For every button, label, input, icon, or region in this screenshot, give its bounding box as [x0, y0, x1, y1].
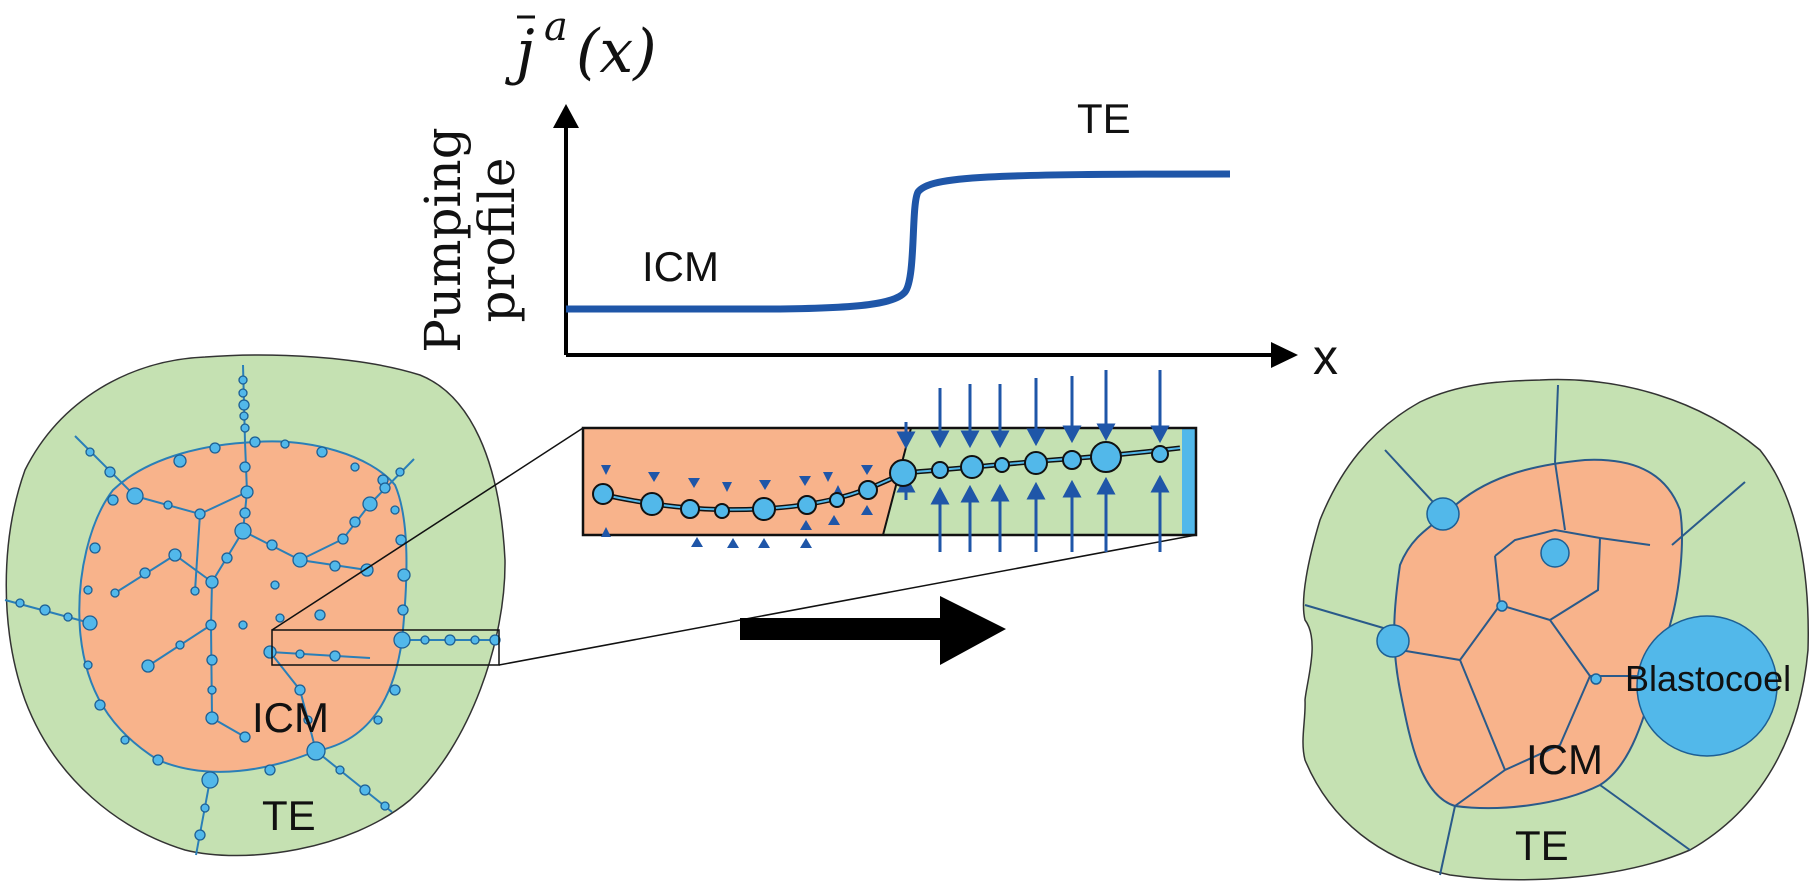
inset-icm-cell — [583, 428, 911, 535]
inset-pumping-arrows — [896, 370, 1170, 552]
zoom-box — [271, 629, 500, 666]
inset-microlumens — [592, 441, 1169, 521]
j-bar-symbol: j a (x) — [505, 4, 657, 87]
right-label-blastocoel: Blastocoel — [1625, 658, 1791, 699]
big-right-arrow — [740, 596, 1006, 665]
left-microlumens — [15, 375, 501, 841]
inset-blastocoel-edge — [1182, 428, 1196, 535]
zoom-inset — [581, 370, 1198, 552]
left-label-te: TE — [262, 792, 316, 839]
blastocoel-lumen — [1636, 615, 1778, 757]
left-icm-region — [78, 440, 408, 773]
right-label-icm: ICM — [1526, 736, 1603, 783]
y-axis-label-line2: profile — [468, 158, 526, 323]
pumping-profile-plot: x Pumping profile j a (x) ICM TE — [414, 4, 1338, 385]
superscript-a: a — [544, 4, 568, 50]
right-label-te: TE — [1515, 822, 1569, 869]
left-embryo: ICM TE — [4, 354, 506, 857]
zoom-connectors — [271, 427, 1197, 666]
plot-label-icm: ICM — [642, 243, 719, 290]
x-axis-label: x — [1313, 329, 1338, 385]
x-axis-arrowhead — [1271, 342, 1298, 368]
right-small-lumens — [1376, 497, 1602, 685]
y-axis-label: Pumping profile — [414, 127, 526, 352]
y-axis-arrowhead — [553, 104, 579, 128]
right-embryo: Blastocoel ICM TE — [1302, 378, 1809, 881]
pumping-profile-curve — [566, 170, 1231, 313]
left-label-icm: ICM — [252, 694, 329, 741]
plot-label-te: TE — [1077, 95, 1131, 142]
inset-frame — [581, 426, 1198, 537]
y-axis-label-line1: Pumping — [414, 127, 472, 352]
argument-x: (x) — [576, 17, 657, 87]
inset-te-cell — [883, 428, 1182, 535]
j-symbol: j — [505, 17, 535, 87]
